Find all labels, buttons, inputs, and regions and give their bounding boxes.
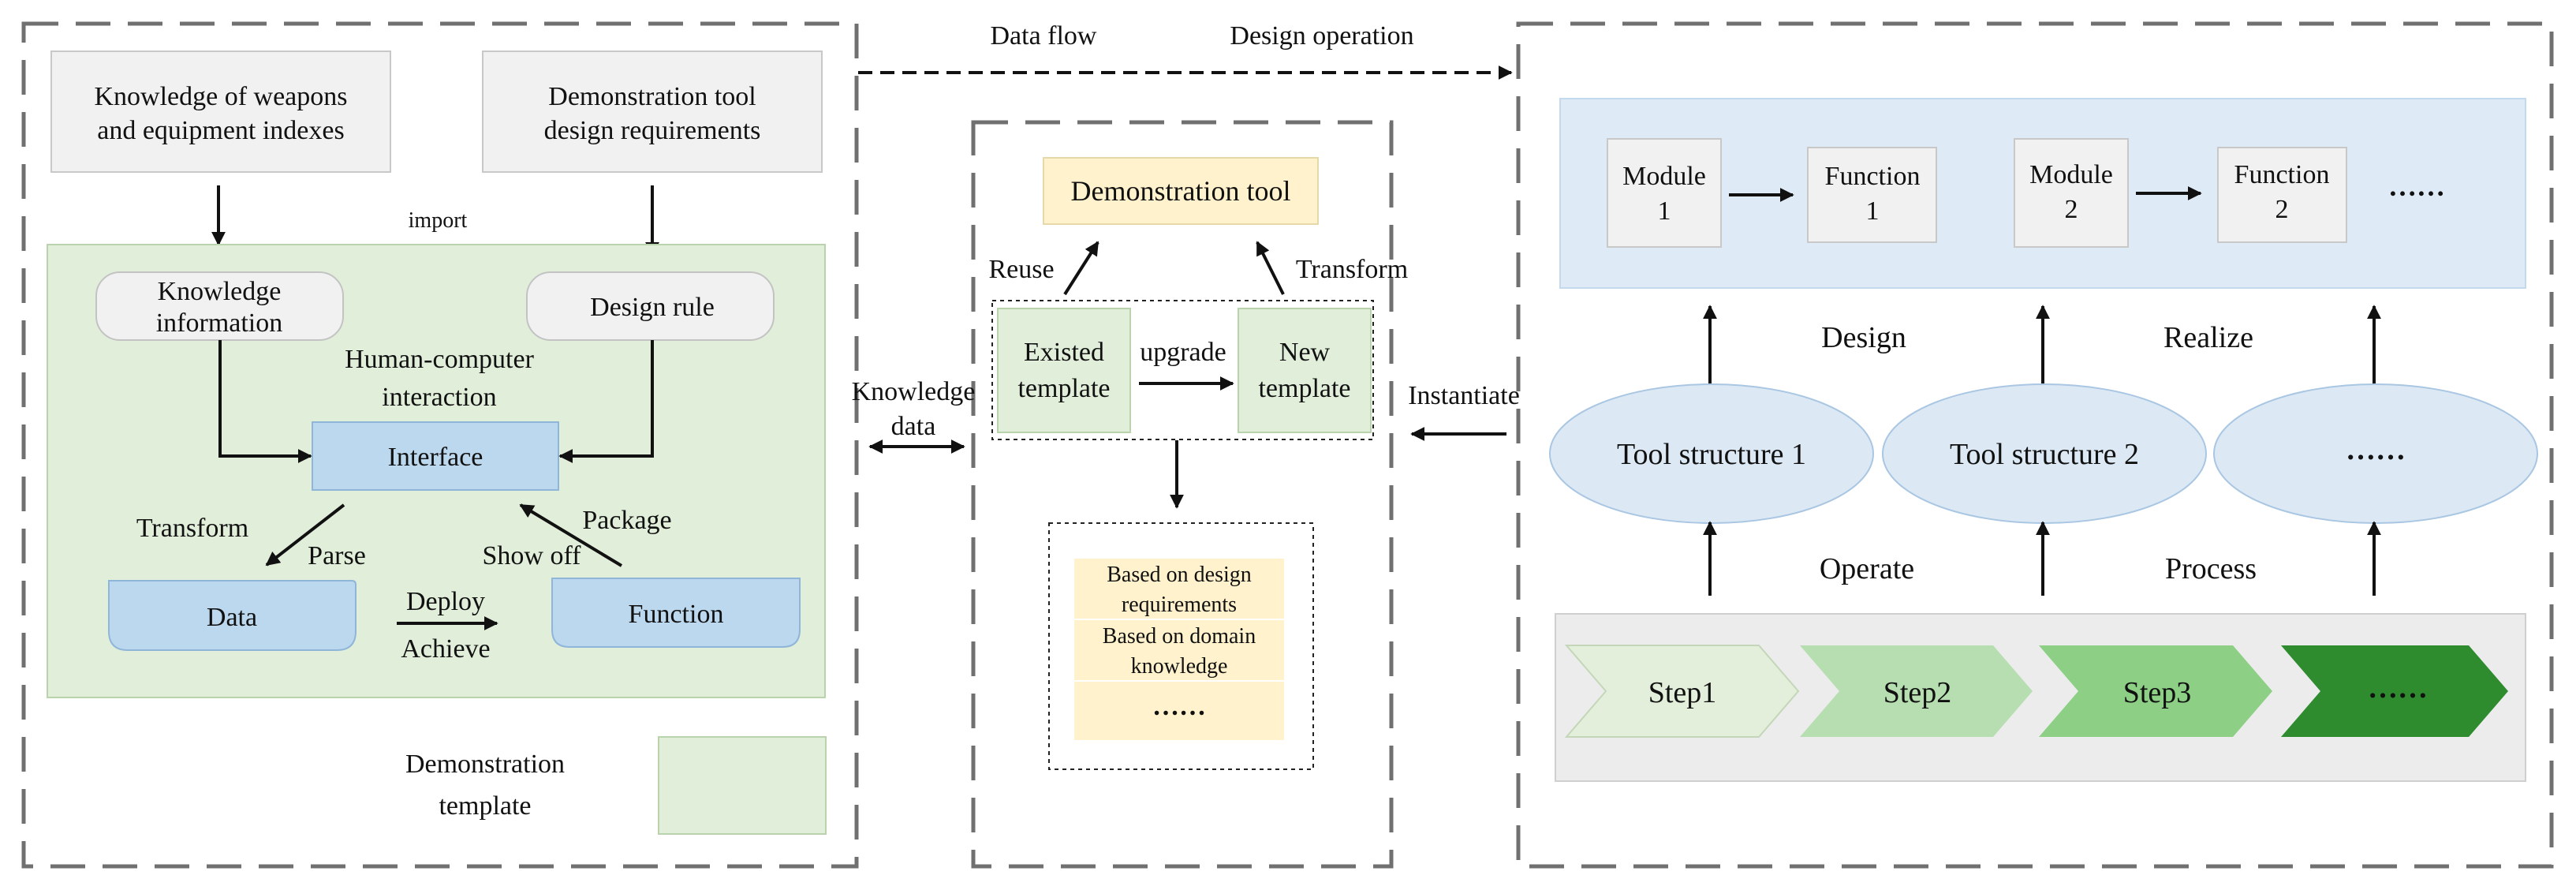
data-node xyxy=(108,580,357,651)
arrow-rule-to-interface xyxy=(558,340,654,463)
basis-group xyxy=(1048,522,1314,770)
interface-node xyxy=(312,421,559,491)
basis-more-label: …… xyxy=(1152,692,1206,721)
basis-design-requirements-label-2: requirements xyxy=(1122,593,1237,617)
arrow-interface-to-data xyxy=(265,503,345,567)
function-1-label-2: 1 xyxy=(1866,196,1880,226)
function-1-node xyxy=(1807,147,1937,243)
new-template-label: New xyxy=(1279,338,1331,367)
step-1-chevron xyxy=(1564,645,1800,738)
tool-structure-2-label: Tool structure 2 xyxy=(1950,438,2139,471)
interface-label: Interface xyxy=(388,443,483,472)
knowledge-data-label: Knowledge xyxy=(852,377,976,406)
deploy-label: Deploy xyxy=(406,587,485,616)
basis-domain-knowledge-label: Based on domain xyxy=(1103,624,1256,649)
transform-up-arrow xyxy=(1256,241,1285,295)
function-2-node xyxy=(2217,147,2347,243)
weapons-knowledge-label: Knowledge of weapons xyxy=(94,82,347,111)
left-dashed-frame xyxy=(21,21,859,869)
new-template-node xyxy=(1238,308,1372,433)
knowledge-information-label: Knowledge xyxy=(158,277,282,306)
demonstration-tool-box xyxy=(1043,157,1319,225)
module-2-label: Module xyxy=(2029,160,2113,189)
module-1-label-2: 1 xyxy=(1658,196,1671,226)
realize-label: Realize xyxy=(2163,321,2253,354)
weapons-knowledge-label-2: and equipment indexes xyxy=(97,116,344,145)
knowledge-information-label-2: information xyxy=(156,309,283,338)
template-group xyxy=(991,300,1374,440)
step-1-label: Step1 xyxy=(1648,676,1717,709)
design-requirements-label: Demonstration tool xyxy=(548,82,756,111)
parse-label: Parse xyxy=(308,541,366,570)
arrow-knowledge-to-interface xyxy=(218,340,312,463)
right-section: Instantiate Module 1 Function 1 Module 2… xyxy=(1408,21,2554,869)
top-flow: Data flow Design operation xyxy=(858,21,1513,80)
left-section: Knowledge of weapons and equipment index… xyxy=(21,21,859,869)
upgrade-label: upgrade xyxy=(1140,338,1226,367)
reuse-label: Reuse xyxy=(988,255,1054,284)
existed-template-label: Existed xyxy=(1024,338,1104,367)
legend-swatch xyxy=(658,736,827,835)
achieve-label: Achieve xyxy=(401,634,490,664)
middle-dashed-frame xyxy=(971,120,1394,869)
package-label: Package xyxy=(582,506,671,535)
design-requirements-label-2: design requirements xyxy=(544,116,761,145)
module-1-node xyxy=(1607,138,1722,248)
step-3-label: Step3 xyxy=(2123,676,2192,709)
basis-more xyxy=(1074,682,1284,740)
function-node xyxy=(551,578,801,648)
existed-template-node xyxy=(997,308,1131,433)
step-4-label: …… xyxy=(2368,671,2428,705)
transform-label: Transform xyxy=(136,514,248,543)
knowledge-data-label-2: data xyxy=(891,412,936,441)
data-flow-label: Data flow xyxy=(990,21,1096,50)
module-2-label-2: 2 xyxy=(2065,195,2078,224)
process-label: Process xyxy=(2165,552,2257,585)
basis-design-requirements xyxy=(1074,559,1284,619)
basis-design-requirements-label: Based on design xyxy=(1107,563,1252,587)
show-off-label: Show off xyxy=(483,541,582,570)
step-3-chevron xyxy=(2039,645,2272,737)
basis-domain-knowledge-label-2: knowledge xyxy=(1131,654,1228,679)
new-template-label-2: template xyxy=(1258,374,1350,403)
transform-up-label: Transform xyxy=(1296,255,1408,284)
hci-label: Human-computer xyxy=(345,345,534,374)
step-2-chevron xyxy=(1800,645,2033,737)
reuse-arrow xyxy=(1063,241,1099,296)
middle-section: Knowledge data Demonstration tool Reuse … xyxy=(852,120,1408,869)
arrow-function-to-interface xyxy=(519,503,623,567)
function-label: Function xyxy=(629,600,724,629)
tool-structure-more-label: …… xyxy=(2346,433,2406,466)
module-1-label: Module xyxy=(1622,162,1706,191)
module-2-node xyxy=(2014,138,2129,248)
basis-domain-knowledge xyxy=(1074,620,1284,680)
function-2-label-2: 2 xyxy=(2275,195,2289,224)
tool-structure-1-label: Tool structure 1 xyxy=(1617,438,1806,471)
operate-label: Operate xyxy=(1820,552,1914,585)
data-label: Data xyxy=(207,603,257,632)
step-4-chevron xyxy=(2281,645,2508,737)
step-2-label: Step2 xyxy=(1883,676,1952,709)
function-2-label: Function xyxy=(2234,160,2330,189)
legend-label: Demonstration xyxy=(405,750,565,779)
function-1-label: Function xyxy=(1825,162,1921,191)
existed-template-label-2: template xyxy=(1017,374,1110,403)
design-label: Design xyxy=(1821,321,1906,354)
design-rule-node xyxy=(526,271,775,341)
instantiate-label: Instantiate xyxy=(1408,381,1520,410)
design-operation-label: Design operation xyxy=(1230,21,1413,50)
design-requirements-box xyxy=(482,50,823,173)
legend-label-2: template xyxy=(439,791,531,821)
import-label: import xyxy=(409,208,468,233)
module-more-label: …… xyxy=(2388,170,2445,202)
design-rule-label: Design rule xyxy=(590,293,715,322)
hci-label-2: interaction xyxy=(382,383,496,412)
weapons-knowledge-box xyxy=(50,50,391,173)
demonstration-tool-label: Demonstration tool xyxy=(1071,175,1291,207)
